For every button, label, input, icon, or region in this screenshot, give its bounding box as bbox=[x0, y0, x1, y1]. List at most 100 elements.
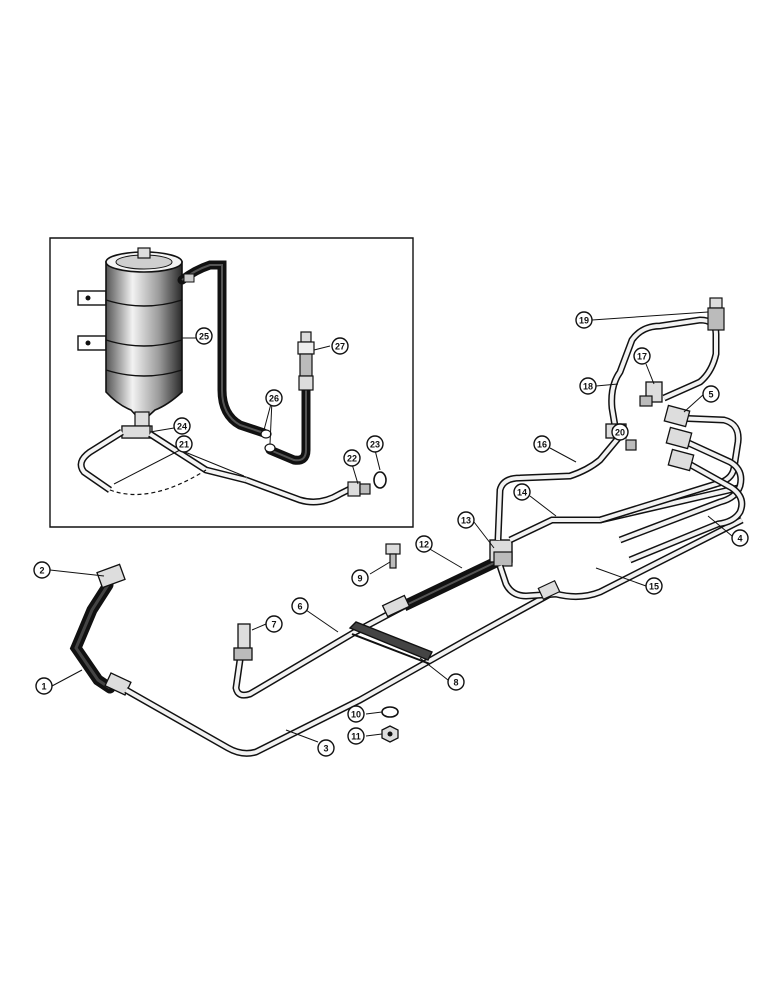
callout-circle bbox=[351, 569, 369, 587]
callout-circle bbox=[579, 377, 597, 395]
callout-22: 22 bbox=[343, 449, 361, 467]
callout-17: 17 bbox=[633, 347, 651, 365]
callout-label: 3 bbox=[323, 744, 328, 754]
callout-circle bbox=[331, 337, 349, 355]
callout-3: 3 bbox=[317, 739, 335, 757]
callout-18: 18 bbox=[579, 377, 597, 395]
callout-circle bbox=[633, 347, 651, 365]
callout-circle bbox=[175, 435, 193, 453]
callout-9: 9 bbox=[351, 569, 369, 587]
callout-10: 10 bbox=[347, 705, 365, 723]
callout-label: 23 bbox=[370, 440, 380, 450]
callout-label: 11 bbox=[351, 732, 361, 742]
callout-label: 6 bbox=[297, 602, 302, 612]
callout-15: 15 bbox=[645, 577, 663, 595]
callout-27: 27 bbox=[331, 337, 349, 355]
callout-14: 14 bbox=[513, 483, 531, 501]
fitting-17 bbox=[639, 381, 663, 407]
elbow-fitting-24 bbox=[121, 425, 151, 439]
fuel-filter-detail-inset bbox=[49, 237, 414, 528]
inset-border bbox=[49, 237, 414, 528]
callout-label: 25 bbox=[199, 332, 209, 342]
callout-label: 20 bbox=[615, 428, 625, 438]
callout-circle bbox=[457, 511, 475, 529]
tube-18 bbox=[608, 316, 720, 433]
callout-label: 21 bbox=[179, 440, 189, 450]
callout-circle bbox=[575, 311, 593, 329]
callout-label: 24 bbox=[177, 422, 187, 432]
callout-label: 5 bbox=[708, 390, 713, 400]
washer-10 bbox=[381, 706, 399, 718]
washer-23 bbox=[373, 471, 387, 489]
callout-label: 19 bbox=[579, 316, 589, 326]
callout-25: 25 bbox=[195, 327, 213, 345]
callout-label: 1 bbox=[41, 682, 46, 692]
fuel-filter-canister bbox=[77, 247, 183, 439]
callout-circle bbox=[317, 739, 335, 757]
callout-label: 10 bbox=[351, 710, 361, 720]
bolt-9 bbox=[385, 543, 401, 569]
callout-19: 19 bbox=[575, 311, 593, 329]
callout-circle bbox=[645, 577, 663, 595]
callout-circle bbox=[415, 535, 433, 553]
callout-6: 6 bbox=[291, 597, 309, 615]
callout-label: 18 bbox=[583, 382, 593, 392]
callout-5: 5 bbox=[702, 385, 720, 403]
callout-label: 2 bbox=[39, 566, 44, 576]
callout-label: 14 bbox=[517, 488, 527, 498]
hose-assembly-1 bbox=[69, 563, 132, 696]
callout-26: 26 bbox=[265, 389, 283, 407]
callout-circle bbox=[366, 435, 384, 453]
callout-circle bbox=[611, 423, 629, 441]
fitting-27 bbox=[297, 331, 315, 391]
tube-3 bbox=[124, 590, 552, 757]
callout-circle bbox=[347, 727, 365, 745]
callout-label: 22 bbox=[347, 454, 357, 464]
callout-circle bbox=[513, 483, 531, 501]
callout-20: 20 bbox=[611, 423, 629, 441]
callout-label: 17 bbox=[637, 352, 647, 362]
callout-circle bbox=[702, 385, 720, 403]
callout-label: 8 bbox=[453, 678, 458, 688]
callout-12: 12 bbox=[415, 535, 433, 553]
callout-4: 4 bbox=[731, 529, 749, 547]
fitting-22 bbox=[347, 481, 371, 497]
callout-label: 9 bbox=[357, 574, 362, 584]
callout-circle bbox=[533, 435, 551, 453]
tube-21-dashed-path bbox=[109, 469, 207, 496]
callout-11: 11 bbox=[347, 727, 365, 745]
callout-label: 13 bbox=[461, 516, 471, 526]
fitting-19 bbox=[707, 297, 725, 331]
callout-label: 27 bbox=[335, 342, 345, 352]
callout-label: 7 bbox=[271, 620, 276, 630]
callout-8: 8 bbox=[447, 673, 465, 691]
callout-circle bbox=[347, 705, 365, 723]
callout-circle bbox=[343, 449, 361, 467]
callout-16: 16 bbox=[533, 435, 551, 453]
callout-circle bbox=[195, 327, 213, 345]
callout-7: 7 bbox=[265, 615, 283, 633]
callout-13: 13 bbox=[457, 511, 475, 529]
callout-24: 24 bbox=[173, 417, 191, 435]
fitting-7 bbox=[233, 623, 253, 661]
tee-fitting-13 bbox=[489, 539, 513, 567]
callout-label: 4 bbox=[737, 534, 742, 544]
callout-circle bbox=[731, 529, 749, 547]
clamp-bar-8 bbox=[348, 621, 433, 665]
callout-label: 26 bbox=[269, 394, 279, 404]
tube-21 bbox=[77, 429, 124, 493]
nut-11 bbox=[381, 725, 399, 743]
callout-circle bbox=[173, 417, 191, 435]
callout-label: 16 bbox=[537, 440, 547, 450]
callout-2: 2 bbox=[33, 561, 51, 579]
callout-23: 23 bbox=[366, 435, 384, 453]
callout-circle bbox=[35, 677, 53, 695]
callout-21: 21 bbox=[175, 435, 193, 453]
fitting-15-coupler bbox=[537, 579, 561, 601]
callout-label: 12 bbox=[419, 540, 429, 550]
callout-label: 15 bbox=[649, 582, 659, 592]
callout-circle bbox=[265, 615, 283, 633]
callout-circle bbox=[447, 673, 465, 691]
callout-circle bbox=[265, 389, 283, 407]
